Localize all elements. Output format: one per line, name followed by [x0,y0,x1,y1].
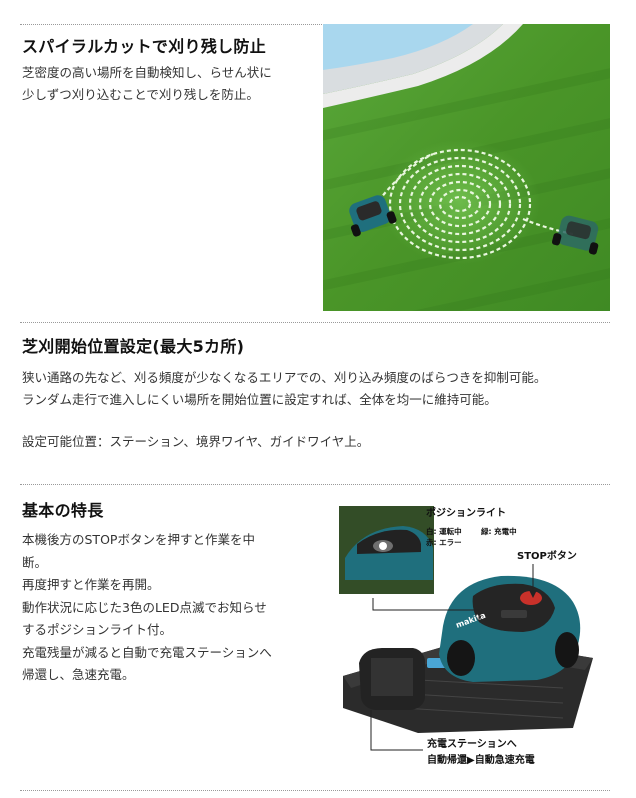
section2-body: 狭い通路の先など、刈る頻度が少なくなるエリアでの、刈り込み頻度のばらつきを抑制可… [22,367,546,411]
section1-title: スパイラルカットで刈り残し防止 [22,37,267,56]
robot-mower: makita [439,575,581,682]
section3-body: 本機後方のSTOPボタンを押すと作業を中 断。 再度押すと作業を再開。 動作状況… [22,529,272,687]
section3-line: 本機後方のSTOPボタンを押すと作業を中 [22,532,255,547]
section2-title: 芝刈開始位置設定(最大5カ所) [22,337,245,356]
section3-line: 動作状況に応じた3色のLED点滅でお知らせ [22,599,267,615]
position-light-label: ポジションライト [426,506,506,519]
divider-bottom [20,790,610,791]
spiral-cut-photo [323,24,610,311]
section1-line: 少しずつ刈り込むことで刈り残しを防止。 [22,87,259,102]
section3-line: 再度押すと作業を再開。 [22,577,160,592]
legend-red: 赤: エラー [426,537,462,547]
divider-2 [20,484,610,485]
position-light-inset-photo [339,506,434,594]
section1-body: 芝密度の高い場所を自動検知し、らせん状に 少しずつ刈り込むことで刈り残しを防止。 [22,62,272,106]
stop-button-label: STOPボタン [517,549,577,562]
section2-line: ランダム走行で進入しにくい場所を開始位置に設定すれば、全体を均一に維持可能。 [22,392,497,407]
divider-top [20,24,610,25]
section3-line: するポジションライト付。 [22,622,173,637]
section3-line: 帰還し、急速充電。 [22,667,135,682]
legend-white: 白: 運転中 [426,526,462,536]
station-label-line2: 自動帰還▶自動急速充電 [427,753,535,766]
divider-1 [20,322,610,323]
section3-line: 断。 [22,554,48,570]
position-light-callout-line [372,598,480,620]
section1-line: 芝密度の高い場所を自動検知し、らせん状に [22,65,272,80]
section3-title: 基本の特長 [22,501,104,520]
section3-line: 充電残量が減ると自動で充電ステーションへ [22,644,272,660]
section2-line: 狭い通路の先など、刈る頻度が少なくなるエリアでの、刈り込み頻度のばらつきを抑制可… [22,370,547,385]
station-label-line1: 充電ステーションへ [427,737,517,750]
section2-note: 設定可能位置：ステーション、境界ワイヤ、ガイドワイヤ上。 [22,434,370,449]
mower-station-illustration: ポジションライト 白: 運転中 緑: 充電中 赤: エラー STOPボタン [323,498,613,783]
legend-green: 緑: 充電中 [481,526,517,536]
station-callout-line [370,710,423,751]
